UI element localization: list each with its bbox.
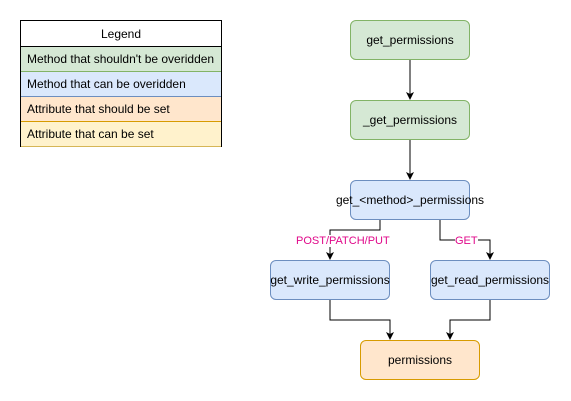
node-permissions-label: permissions (387, 353, 453, 367)
node-get-permissions-label: get_permissions (366, 33, 454, 47)
node-get-read-permissions-label: get_read_permissions (430, 273, 550, 287)
node-_get-permissions-label: _get_permissions (362, 113, 458, 127)
node-get-method-permissions: get_<method>_permissions (336, 180, 484, 220)
node-get-permissions: get_permissions (350, 20, 470, 60)
edge-read-to-perm (446, 300, 491, 340)
legend-item-should-set: Attribute that should be set (21, 97, 221, 122)
edge-label-read-method: GET (455, 235, 478, 247)
node-get-write-permissions: get_write_permissions (270, 260, 390, 300)
legend-item-can-set: Attribute that can be set (21, 122, 221, 147)
legend-title: Legend (21, 21, 221, 47)
legend-item-not-overridable: Method that shouldn't be overidden (21, 47, 221, 72)
node-get-read-permissions: get_read_permissions (430, 260, 550, 300)
legend-item-overridable: Method that can be overidden (21, 72, 221, 97)
edge-label-write-methods: POST/PATCH/PUT (296, 235, 390, 247)
edge-write-to-perm (329, 300, 394, 340)
node-get-method-permissions-label: get_<method>_permissions (335, 193, 485, 207)
legend: Legend Method that shouldn't be overidde… (20, 20, 222, 147)
node-permissions: permissions (360, 340, 480, 380)
node-get-write-permissions-label: get_write_permissions (270, 273, 390, 287)
node-_get-permissions: _get_permissions (350, 100, 470, 140)
